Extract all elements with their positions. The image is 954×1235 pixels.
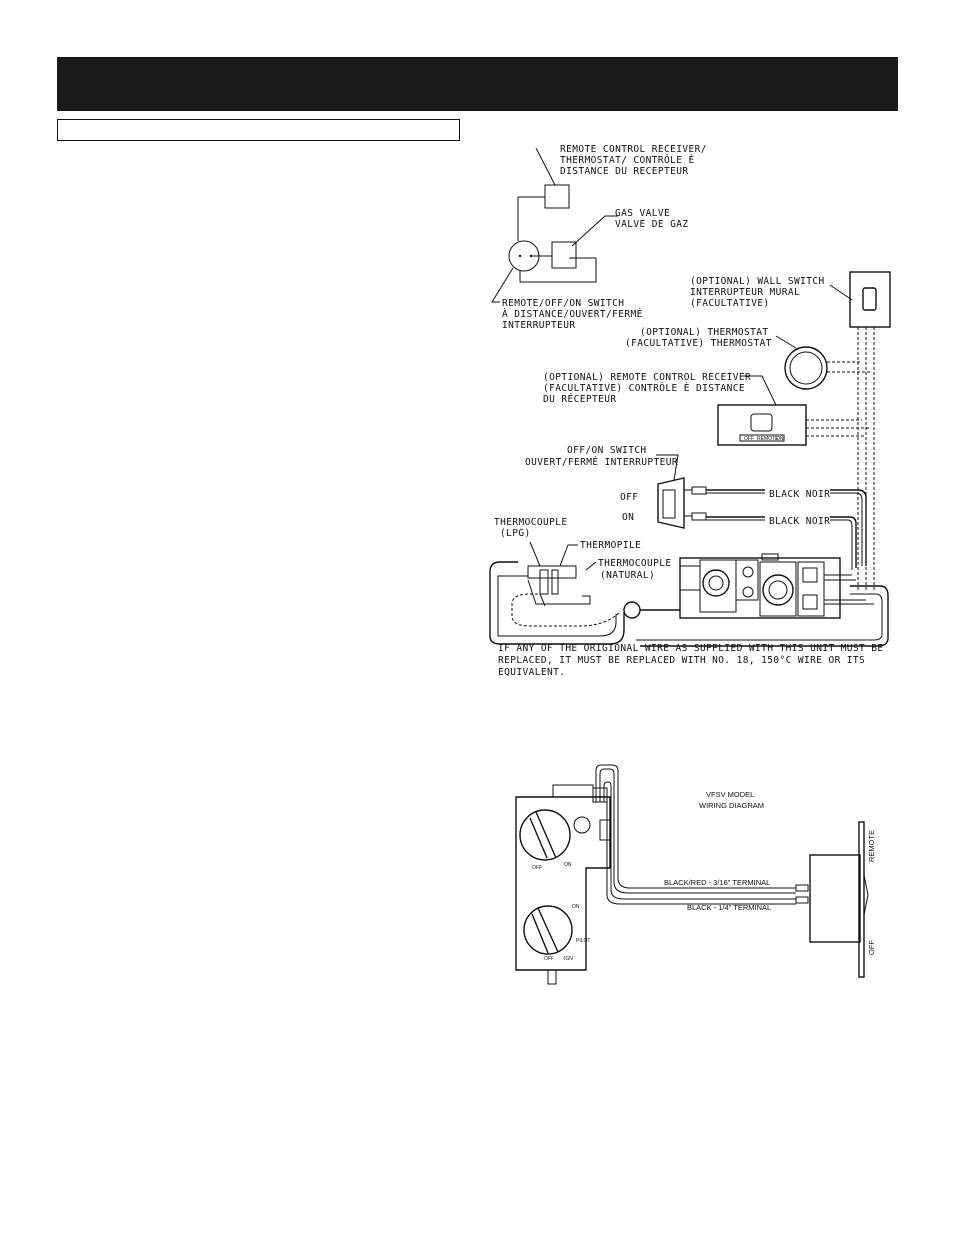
vfsv-knob-1-labels: OFF ON [532,862,572,871]
wire-replacement-note: IF ANY OF THE ORIGIONAL WIRE AS SUPPLIED… [498,643,890,678]
gas-valve-label: GAS VALVE VALVE DE GAZ [615,208,688,230]
offon-switch-label: OFF/ON SWITCH OUVERT/FERMÉ INTERRUPTEUR [525,445,678,468]
thermostat-label: (OPTIONAL) THERMOSTAT (FACULTATIVE) THER… [625,327,775,349]
on-label: ON [622,512,634,523]
black-noir-label-1: BLACK NOIR [769,489,830,500]
vfsv-knob-2-labels: OFF IGN PILOT ON [544,904,592,962]
vfsv-valve-top [552,784,594,798]
vfsv-knob-1 [519,809,571,861]
wire-black-red-a [595,764,796,889]
vfsv-knob-1-cap [573,816,591,834]
vfsv-valve-stem [547,969,557,985]
receiver-switch [750,413,773,432]
thermostat-ring [784,346,828,390]
wall-switch-label: (OPTIONAL) WALL SWITCH INTERRUPTEUR MURA… [690,276,831,309]
remote-switch-label: REMOTE/OFF/ON SWITCH À DISTANCE/OUVERT/F… [502,298,649,331]
wire-black-b [606,790,796,905]
terminal-connector [691,486,707,495]
thermostat-inner [789,351,823,385]
vfsv-title: VFSV MODEL WIRING DIAGRAM [699,790,764,810]
vfsv-knob-1-grip [529,811,557,859]
receiver-button-labels: OFF REMOTE ON [744,436,784,442]
wire-black-red-b [599,768,796,894]
leader-line [529,541,541,567]
black-wire-on [706,516,857,568]
leader-line [742,375,777,406]
optional-dashed-wiring [806,327,875,590]
leader-line [585,561,597,571]
thermocouple-lpg-lead [489,561,625,645]
wire-label-black: BLACK - 1/4" TERMINAL [687,903,771,912]
terminal-connector [691,512,707,521]
thermocouple-lpg-lead-b [497,575,617,637]
terminal-3-16 [795,884,809,892]
wiring-diagram-main: REMOTE CONTROL RECEIVER/ THERMOSTAT/ CON… [489,144,891,678]
vfsv-valve-body [515,796,611,971]
black-wire-off [706,489,867,566]
leader-line [571,215,618,247]
section-title-box [57,119,460,141]
schematic-wire [519,257,597,283]
rocker-switch-face [662,489,676,519]
switch-terminal-dot [518,254,522,258]
return-loop-b [636,593,883,641]
vfsv-switch-off-label: OFF [867,940,876,955]
rocker-switch [657,477,685,529]
leader-line [829,284,853,301]
gas-valve-assembly [623,553,874,619]
vfsv-knob-2 [523,905,573,955]
thermocouple-natural-lead [511,593,621,627]
remote-optional-label: (OPTIONAL) REMOTE CONTROL RECEIVER (FACU… [543,372,757,405]
thermopile-label: THERMOPILE [580,540,641,551]
switch-tabs [684,489,692,517]
receiver-button-strip [739,434,785,442]
vfsv-switch-plate [858,821,865,978]
thermocouple-lpg-label: THERMOCOUPLE (LPG) [494,517,574,539]
return-loop [640,585,889,647]
wire-black-a [603,781,796,900]
vfsv-switch-rocker [863,874,869,916]
off-label: OFF [620,492,638,503]
remote-receiver-unit [717,404,807,446]
schematic-wire [517,196,545,241]
wire-label-black-red: BLACK/RED - 3/16" TERMINAL [664,878,770,887]
leader-line [491,267,514,303]
leader-line [775,335,797,349]
black-wire-on-b [706,519,853,570]
vfsv-knob-2-grip [531,907,559,954]
terminal-1-4 [795,896,809,904]
thermocouple-natural-label: THERMOCOUPLE (NATURAL) [598,558,678,581]
leader-line [656,454,679,481]
wall-switch-toggle [862,287,877,311]
remote-receiver-label: REMOTE CONTROL RECEIVER/ THERMOSTAT/ CON… [560,144,713,177]
vfsv-valve-side [599,819,611,841]
gas-valve-box [551,241,577,269]
pilot-assembly [527,565,591,607]
vfsv-switch-remote-label: REMOTE [867,830,876,862]
leader-line [535,147,556,186]
black-noir-label-2: BLACK NOIR [769,516,830,527]
remote-receiver-box [544,184,570,209]
wall-switch [849,271,891,328]
black-wire-off-b [706,492,863,566]
leader-line [559,544,578,567]
vfsv-wiring-diagram: OFF ON OFF IGN PILOT ON BLACK/RED - 3/16… [515,764,876,985]
vfsv-switch-box [809,854,861,943]
header-bar [57,57,898,111]
